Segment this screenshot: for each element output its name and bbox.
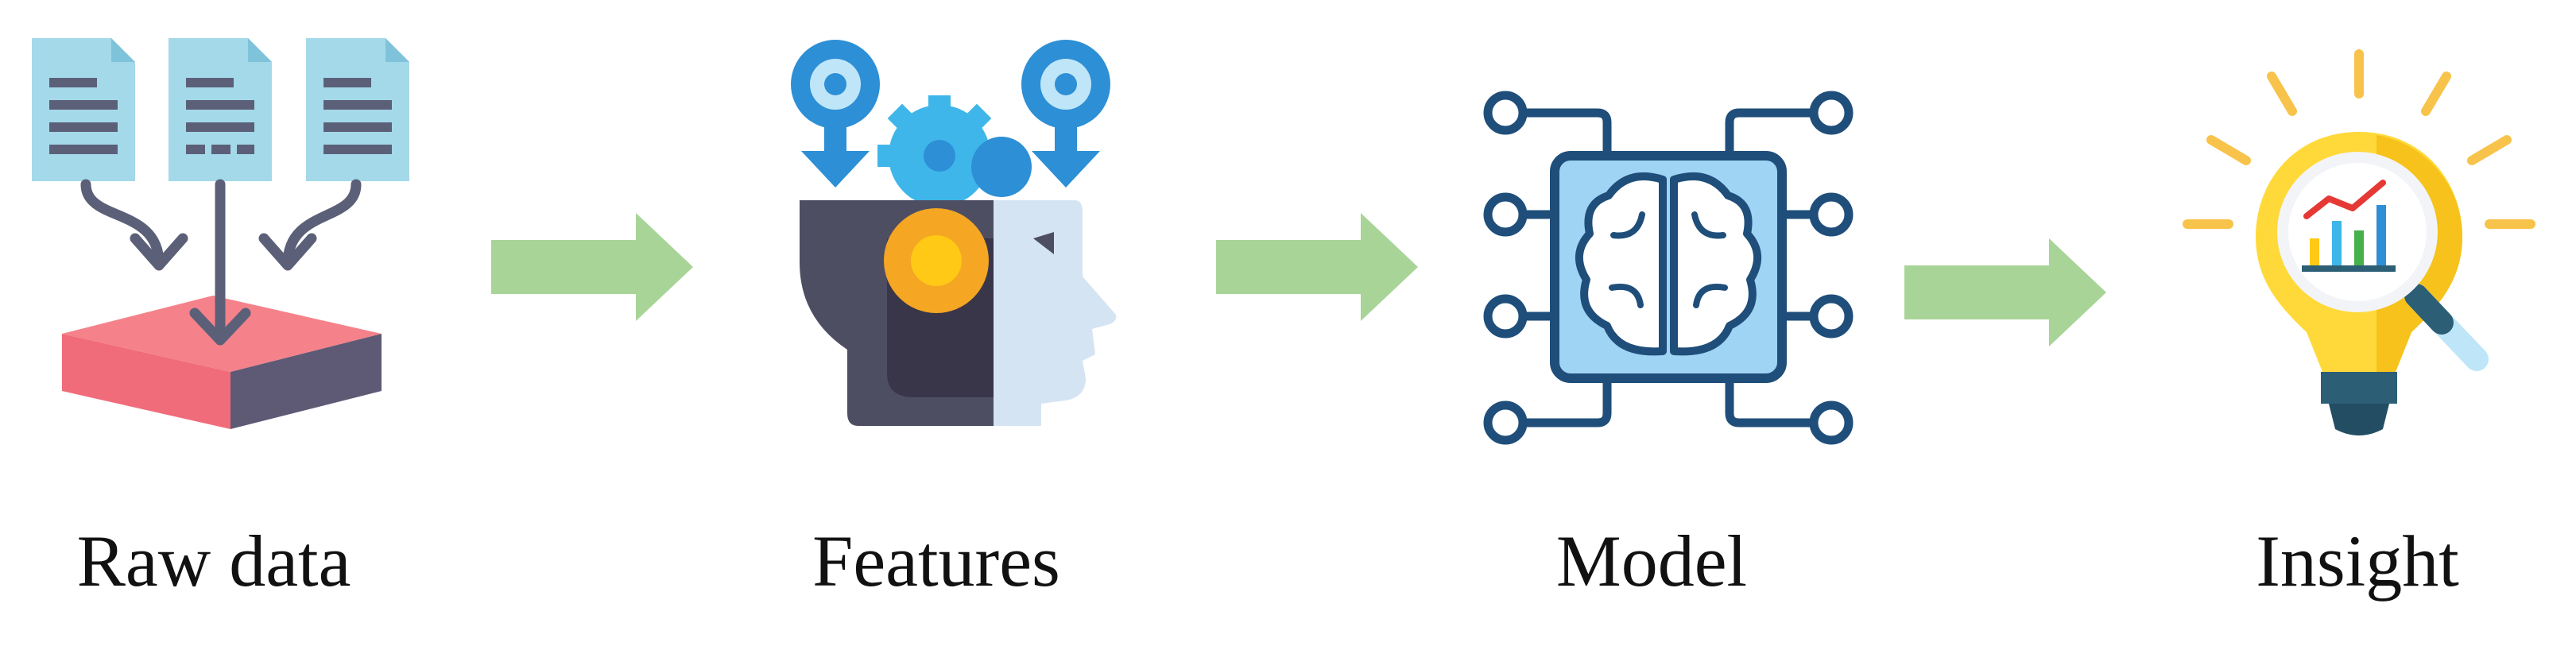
brain-chip-icon <box>1483 91 1854 445</box>
circuit-traces <box>1518 108 1819 428</box>
bar-chart-icon <box>2302 180 2396 272</box>
circuit-nodes <box>1483 91 1854 445</box>
document-icon <box>169 38 272 181</box>
brain-core-icon <box>884 208 994 397</box>
raw-data-icon <box>32 38 409 429</box>
flow-arrow-1 <box>491 213 693 321</box>
gear-icon <box>877 95 1032 207</box>
gear-pin-icon <box>1021 40 1110 188</box>
lightbulb-insight-icon <box>2183 49 2535 435</box>
stage-label-insight: Insight <box>2256 520 2459 602</box>
light-rays <box>2183 49 2535 229</box>
gear-pin-icon <box>791 40 880 188</box>
document-icon <box>32 38 135 181</box>
stage-label-features: Features <box>812 520 1060 602</box>
document-icon <box>306 38 409 181</box>
stage-label-raw-data: Raw data <box>76 520 351 602</box>
stage-label-model: Model <box>1555 520 1748 602</box>
eye-icon <box>1033 232 1054 254</box>
flow-arrow-2 <box>1216 213 1418 321</box>
merge-arrows-icon <box>80 179 362 346</box>
flow-arrow-3 <box>1904 238 2106 346</box>
brain-folds <box>1609 211 1728 308</box>
feature-head-icon <box>791 40 1117 426</box>
head-light-half <box>994 200 1117 426</box>
